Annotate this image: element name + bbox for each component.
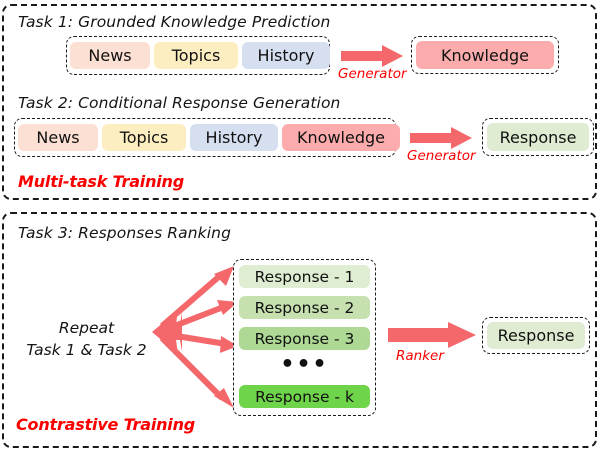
response-candidate-k: Response - k bbox=[239, 385, 370, 408]
chip-history: History bbox=[242, 42, 330, 69]
task1-operator-label: Generator bbox=[338, 66, 407, 82]
task1-title: Task 1: Grounded Knowledge Prediction bbox=[18, 13, 331, 31]
panel-multi-task-training: Task 1: Grounded Knowledge Prediction Ne… bbox=[2, 4, 597, 200]
chip-knowledge: Knowledge bbox=[282, 124, 400, 151]
chip-knowledge-output: Knowledge bbox=[416, 41, 554, 69]
response-candidate-ellipsis: ••• bbox=[280, 352, 329, 377]
task3-ranker-arrow bbox=[388, 322, 476, 348]
chip-topics: Topics bbox=[102, 124, 186, 151]
task3-source-line1: Repeat bbox=[58, 319, 115, 337]
task1-generator-arrow bbox=[341, 45, 403, 67]
task1-input-chips: News Topics History bbox=[70, 42, 330, 69]
task3-source-line2: Task 1 & Task 2 bbox=[26, 341, 147, 360]
chip-response-final: Response bbox=[487, 322, 585, 349]
task3-title: Task 3: Responses Ranking bbox=[18, 224, 232, 242]
task2-title: Task 2: Conditional Response Generation bbox=[18, 94, 341, 112]
task3-candidate-list: Response - 1 Response - 2 Response - 3 •… bbox=[233, 259, 376, 416]
response-candidate-2: Response - 2 bbox=[239, 296, 370, 319]
chip-topics: Topics bbox=[154, 42, 238, 69]
task2-operator-label: Generator bbox=[407, 148, 476, 164]
task2-generator-arrow bbox=[410, 127, 472, 149]
stage-label-multi-task-training: Multi-task Training bbox=[18, 172, 184, 191]
chip-response-output: Response bbox=[487, 123, 589, 151]
task2-input-chips: News Topics History Knowledge bbox=[18, 124, 400, 151]
chip-history: History bbox=[190, 124, 278, 151]
chip-news: News bbox=[18, 124, 98, 151]
chip-news: News bbox=[70, 42, 150, 69]
task3-source-text: Repeat Task 1 & Task 2 bbox=[14, 317, 159, 362]
task3-operator-label: Ranker bbox=[396, 348, 444, 364]
stage-label-contrastive-training: Contrastive Training bbox=[16, 415, 196, 434]
response-candidate-1: Response - 1 bbox=[239, 265, 370, 288]
response-candidate-3: Response - 3 bbox=[239, 327, 370, 350]
task3-fan-arrows bbox=[138, 258, 248, 418]
